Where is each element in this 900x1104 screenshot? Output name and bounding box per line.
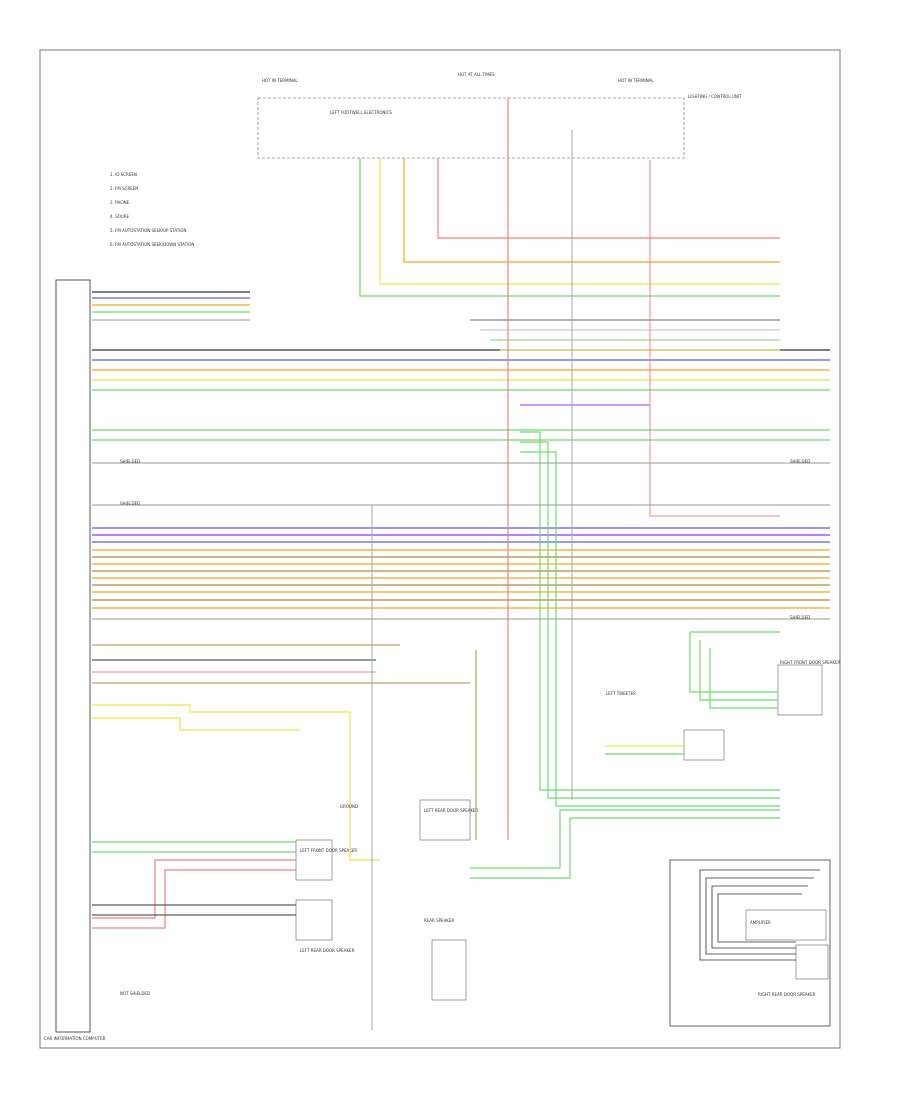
not-shielded-label: NOT SHIELDED <box>120 991 150 996</box>
hot-right-label: HOT IN TERMINAL <box>618 78 654 83</box>
amplifier-box <box>745 909 827 941</box>
green-wire <box>470 817 780 879</box>
hot-center-label: HOT AT ALL TIMES <box>458 72 495 77</box>
green-wire <box>520 431 780 791</box>
legend-item: 4. SOURE <box>110 214 129 219</box>
legend-item: 2. FM SCREEN <box>110 186 138 191</box>
green-wire <box>699 640 778 701</box>
left-rear-door-speaker-box <box>419 799 471 841</box>
rear-speaker-label: REAR SPEAKER <box>424 918 454 923</box>
shielded-label: SHIELDED <box>790 459 810 464</box>
legend-item: 1. IO SCREEN <box>110 172 137 177</box>
right-rear-door-box <box>795 944 829 980</box>
diagram-border <box>39 49 841 1049</box>
green-wire <box>709 648 778 709</box>
speaker-wire <box>717 893 802 943</box>
yellow-wire <box>379 158 780 285</box>
amplifier-label: AMPLIFIER <box>750 920 771 925</box>
yellow-wire <box>92 704 380 861</box>
fuse-box-label: LEFT FOOTWELL ELECTRONICS <box>330 110 392 115</box>
legend-item: 5. FM AUTOSTATION SEEK/UP STATION <box>110 228 187 233</box>
green-wire <box>470 809 780 869</box>
vertical-wire-group <box>359 98 780 1030</box>
legend-list: 1. IO SCREEN 2. FM SCREEN 3. PHONE 4. SO… <box>110 172 194 247</box>
wire-group <box>92 291 830 961</box>
left-front-door-label: LEFT FRONT DOOR SPEAKER <box>300 848 357 853</box>
footer-left-label: CAR INFORMATION COMPUTER <box>44 1036 106 1041</box>
right-front-door-label: RIGHT FRONT DOOR SPEAKER <box>780 660 841 665</box>
green-wire <box>359 158 780 297</box>
head-unit-connector <box>55 279 91 1033</box>
left-front-door-box <box>295 839 333 881</box>
left-tweeter-box <box>683 729 725 761</box>
speaker-wire <box>711 885 808 949</box>
right-bottom-box <box>669 859 831 1027</box>
right-front-door-box <box>777 664 823 716</box>
red-wire <box>437 158 780 239</box>
shielded-label: SHIELDED <box>790 615 810 620</box>
green-wire <box>689 632 778 693</box>
legend-item: 3. PHONE <box>110 200 130 205</box>
shielded-label: SHIELDED <box>120 501 140 506</box>
left-rear-door-label: LEFT REAR DOOR SPEAKER <box>300 948 355 953</box>
fuse-box <box>257 97 685 159</box>
speaker-wire <box>92 859 296 919</box>
legend-item: 6. FM AUTOSTATION SEEK/DOWN STATION <box>110 242 194 247</box>
shielded-label: SHIELDED <box>120 459 140 464</box>
speaker-wire <box>705 877 814 955</box>
speaker-wire <box>92 869 296 929</box>
hot-left-label: HOT IN TERMINAL <box>262 78 298 83</box>
yellow-wire <box>92 717 300 731</box>
left-tweeter-label: LEFT TWEETER <box>606 691 636 696</box>
rear-speaker-box <box>431 939 467 1001</box>
right-box-label: LIGHTING / CONTROL UNIT <box>688 94 742 99</box>
left-rear-door-box <box>295 899 333 941</box>
left-rear-door-speaker-label: LEFT REAR DOOR SPEAKER <box>424 808 479 813</box>
green-wire <box>520 451 780 807</box>
green-wire <box>520 441 780 799</box>
orange-wire <box>403 158 780 263</box>
right-rear-door-label: RIGHT REAR DOOR SPEAKER <box>758 992 816 997</box>
speaker-wire <box>699 869 820 961</box>
ground-label: GROUND <box>340 804 358 809</box>
